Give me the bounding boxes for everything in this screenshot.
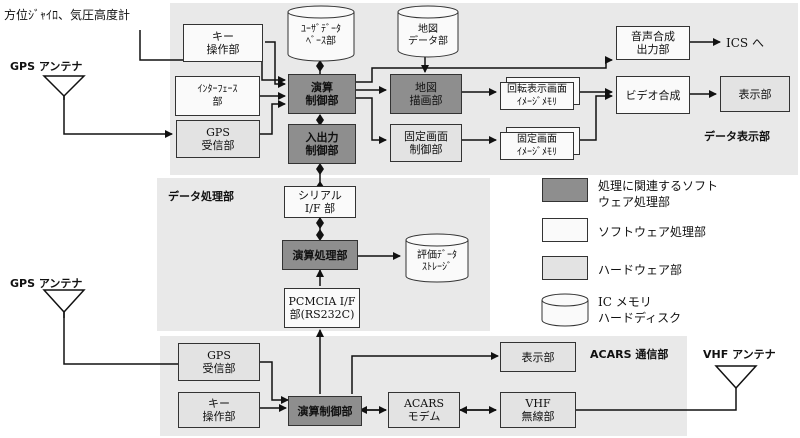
legend-swatch-proc: [542, 178, 588, 202]
fixed-screen-control: 固定画面 制御部: [390, 124, 462, 162]
user-database-cylinder: ﾕｰｻﾞﾃﾞｰﾀ ﾍﾞｰｽ部: [286, 4, 356, 62]
legend-label-sw: ソフトウェア処理部: [598, 225, 707, 239]
ics-label: ICS へ: [726, 36, 764, 50]
serial-if: シリアル I/F 部: [284, 186, 356, 218]
gps-antenna-top-label: GPS アンテナ: [10, 60, 83, 73]
fixed-image-memory: 固定画面 ｲﾒｰｼﾞﾒﾓﾘ: [500, 127, 580, 162]
io-control: 入出力 制御部: [288, 124, 356, 164]
gps-receiver-bottom: GPS 受信部: [178, 343, 260, 381]
key-operation-bottom: キー 操作部: [178, 392, 260, 428]
display-top: 表示部: [720, 76, 790, 112]
gps-antenna-bottom-label: GPS アンテナ: [10, 277, 83, 290]
legend-swatch-sw: [542, 218, 588, 242]
vhf-radio: VHF 無線部: [500, 392, 576, 428]
rotate-image-memory: 回転表示画面 ｲﾒｰｼﾞﾒﾓﾘ: [500, 77, 580, 112]
section-acars: ACARS 通信部: [590, 348, 669, 361]
calc-control-bottom: 演算制御部: [288, 396, 362, 426]
voice-synthesis: 音声合成 出力部: [616, 26, 690, 60]
legend-label-hw: ハードウェア部: [598, 263, 683, 277]
video-synthesis: ビデオ合成: [616, 76, 690, 114]
map-drawing: 地図 描画部: [390, 74, 462, 114]
antenna-bottom-icon: [42, 289, 86, 318]
legend-label-cylinder: IC メモリ ハードディスク: [598, 295, 682, 325]
display-bottom: 表示部: [500, 342, 576, 372]
section-data-processing: データ処理部: [168, 190, 234, 203]
map-database-cylinder: 地図 データ部: [396, 4, 460, 58]
legend-label-proc: 処理に関連するソフト ウェア処理部: [598, 179, 719, 209]
key-operation-top: キー 操作部: [183, 24, 263, 62]
interface-unit: ｲﾝﾀｰﾌｪｰｽ 部: [175, 76, 260, 116]
acars-modem: ACARS モデム: [388, 392, 460, 428]
section-data-display: データ表示部: [704, 130, 770, 143]
evaluation-storage-cylinder: 評価ﾃﾞｰﾀ ｽﾄﾚｰｼﾞ: [404, 232, 470, 284]
calc-processing: 演算処理部: [282, 240, 358, 270]
pcmcia-if: PCMCIA I/F 部(RS232C): [284, 288, 360, 328]
antenna-top-icon: [42, 75, 86, 100]
antenna-vhf-icon: [714, 365, 758, 390]
legend-swatch-hw: [542, 256, 588, 280]
calc-control-top: 演算 制御部: [288, 74, 356, 114]
region-data-display: [170, 3, 798, 175]
gps-receiver-top: GPS 受信部: [176, 120, 260, 158]
sensor-label: 方位ｼﾞｬｲﾛ、気圧高度計: [4, 8, 131, 22]
legend-swatch-cylinder: [540, 292, 590, 328]
vhf-antenna-label: VHF アンテナ: [703, 348, 776, 361]
